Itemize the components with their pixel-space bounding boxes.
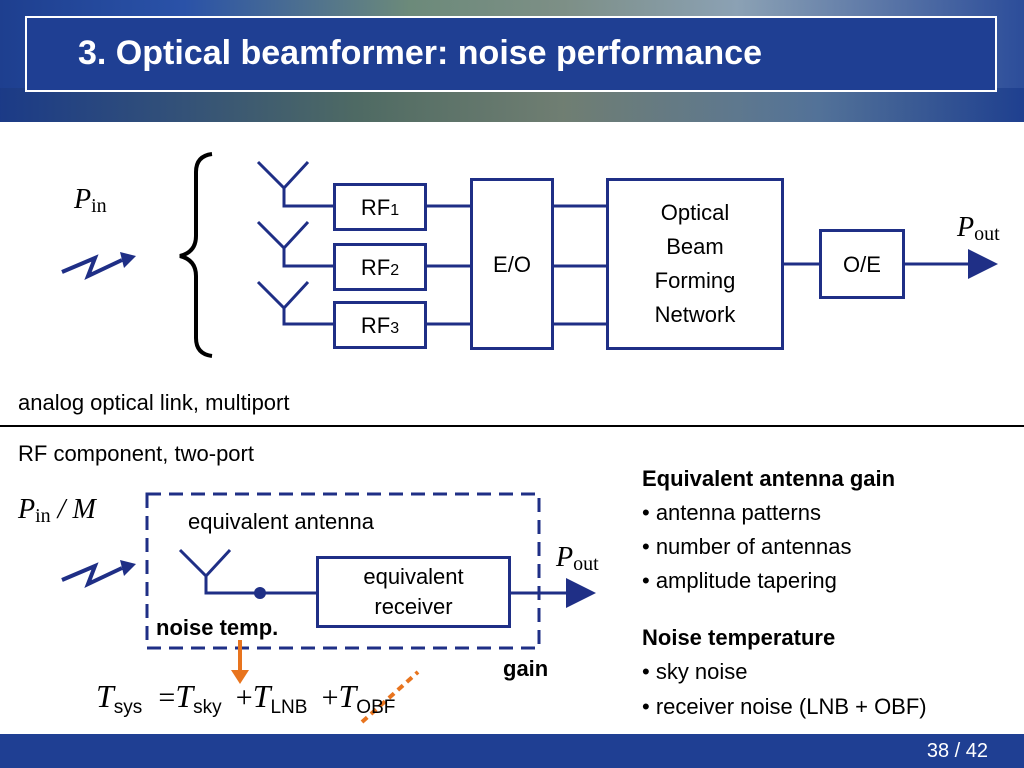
title-frame: [25, 16, 997, 92]
wave-arrow-bottom: [61, 562, 123, 588]
noise-equation: Tsys =Tsky +TLNB +TOBF: [96, 678, 396, 718]
page-number: 38 / 42: [926, 740, 988, 762]
equivalent-receiver-box: equivalent receiver: [316, 556, 511, 628]
header-photo-band: [0, 88, 1024, 122]
brace: [179, 152, 213, 358]
dashed-two-port-box: [145, 492, 541, 650]
eo-box: E/O: [470, 178, 554, 350]
noise-node-dot: [254, 587, 266, 599]
gain-item: • amplitude tapering: [642, 568, 837, 593]
noise-section-title: Noise temperature: [642, 625, 836, 650]
bottom-heading: RF component, two-port: [18, 441, 254, 466]
wave-arrow-top: [61, 254, 123, 280]
slide-title: 3. Optical beamformer: noise performance: [78, 34, 762, 72]
noise-item: • receiver noise (LNB + OBF): [642, 694, 927, 719]
oe-box: O/E: [819, 229, 905, 299]
top-caption: analog optical link, multiport: [18, 390, 290, 415]
equivalent-antenna-label: equivalent antenna: [188, 509, 374, 534]
gain-label: gain: [503, 656, 549, 681]
pin-label-top: Pin: [74, 184, 107, 217]
antenna-3: [256, 280, 333, 326]
equivalent-antenna-symbol: [178, 548, 318, 595]
noise-temp-label: noise temp.: [156, 615, 279, 640]
noise-item: • sky noise: [642, 659, 748, 684]
footer-bar: [0, 734, 1024, 768]
gain-section-title: Equivalent antenna gain: [642, 466, 896, 491]
obf-strike: [360, 670, 420, 724]
antenna-2: [256, 220, 333, 268]
obfn-box: Optical Beam Forming Network: [606, 178, 784, 350]
pout-label-top: Pout: [957, 212, 1000, 245]
pout-label-bottom: Pout: [556, 542, 599, 575]
gain-item: • antenna patterns: [642, 500, 821, 525]
antenna-1: [256, 160, 333, 208]
pin-label-bottom: Pin / M: [18, 494, 96, 527]
gain-item: • number of antennas: [642, 534, 852, 559]
